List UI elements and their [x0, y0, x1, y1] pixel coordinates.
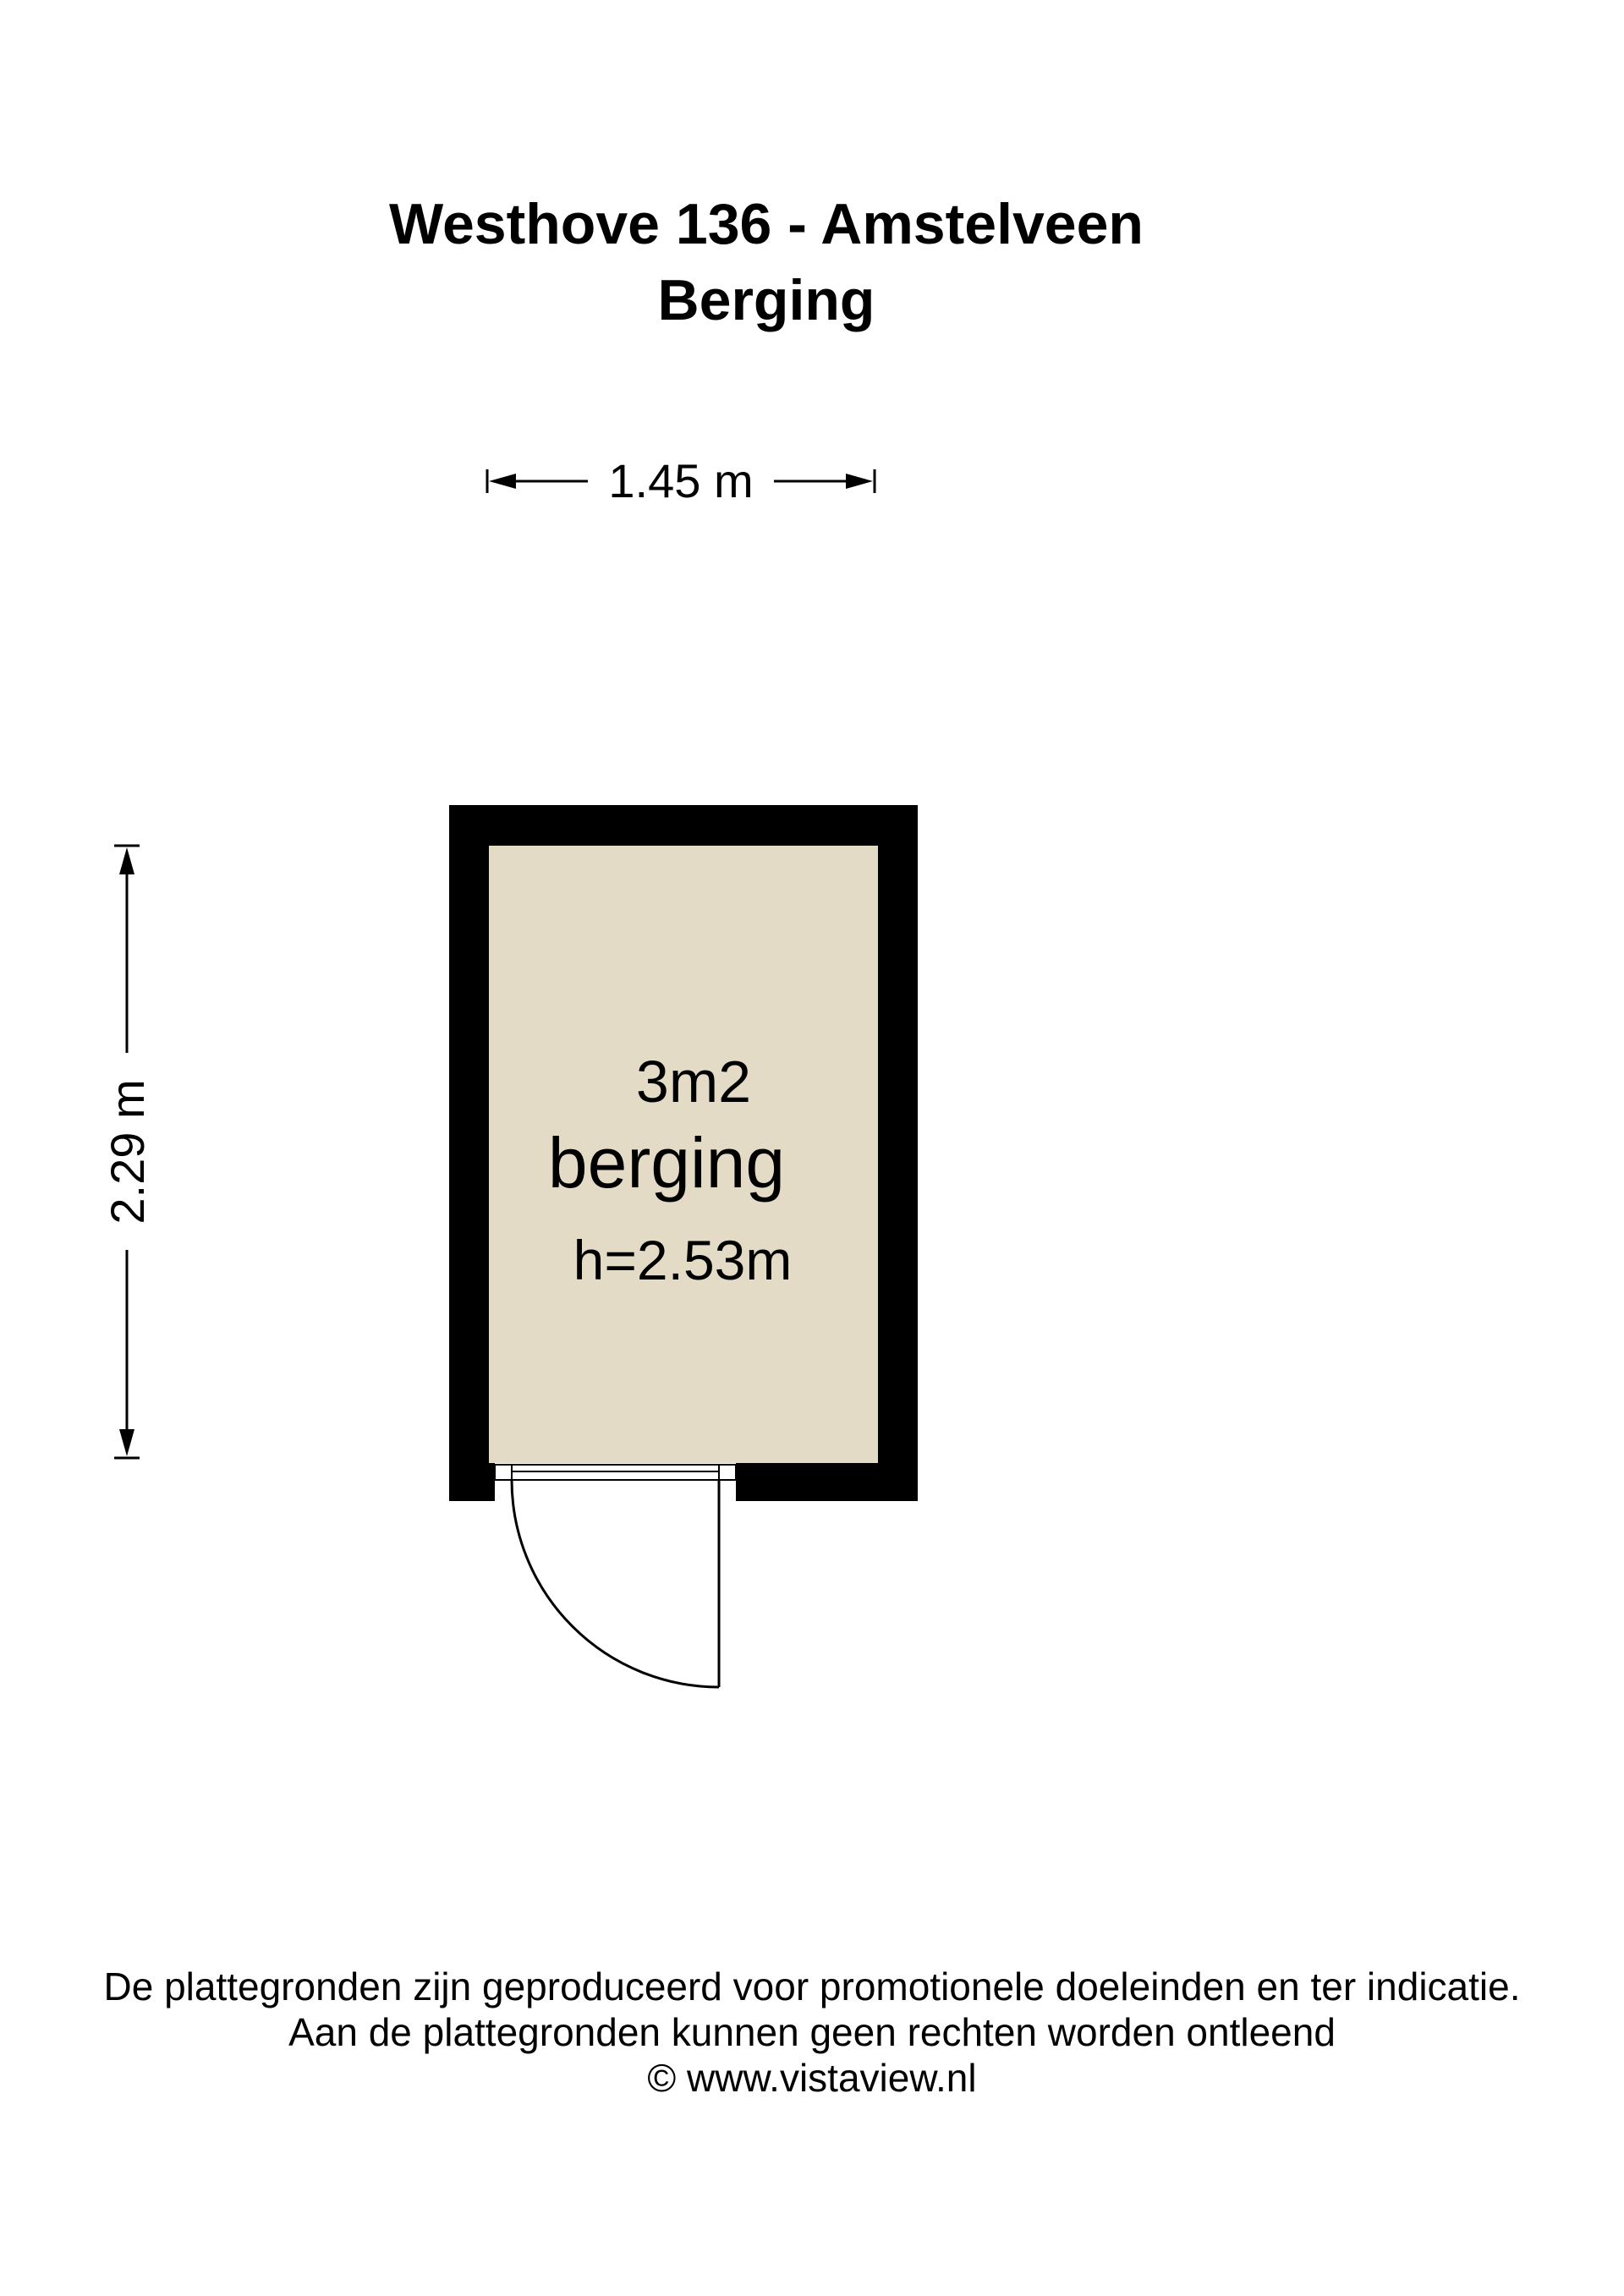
- height-label: 2.29 m: [101, 1079, 154, 1224]
- disclaimer-line: De plattegronden zijn geproduceerd voor …: [103, 1964, 1521, 2008]
- room-floor: [489, 846, 878, 1463]
- door: [494, 1464, 737, 1689]
- down-arrow-icon: [119, 1429, 134, 1456]
- room-name-label: berging: [548, 1123, 785, 1203]
- door-swing-arc: [510, 1479, 720, 1689]
- height-dimension: 2.29 m: [101, 844, 154, 1460]
- width-dimension: 1.45 m: [486, 454, 876, 507]
- plan-subtitle: Berging: [657, 268, 875, 332]
- door-jamb-right: [718, 1464, 737, 1481]
- door-jamb-left: [494, 1464, 513, 1481]
- plan-title: Westhove 136 - Amstelveen: [389, 192, 1144, 256]
- disclaimer-line: Aan de plattegronden kunnen geen rechten…: [288, 2010, 1336, 2054]
- left-arrow-icon: [489, 474, 516, 489]
- ceiling-height-label: h=2.53m: [573, 1229, 793, 1291]
- room-area-label: 3m2: [636, 1049, 751, 1115]
- door-threshold: [494, 1464, 737, 1472]
- up-arrow-icon: [119, 847, 134, 874]
- door-frame: [494, 1471, 737, 1481]
- copyright-line: © www.vistaview.nl: [647, 2056, 977, 2100]
- right-arrow-icon: [846, 474, 873, 489]
- width-label: 1.45 m: [608, 454, 753, 507]
- storage-room: [449, 805, 918, 1501]
